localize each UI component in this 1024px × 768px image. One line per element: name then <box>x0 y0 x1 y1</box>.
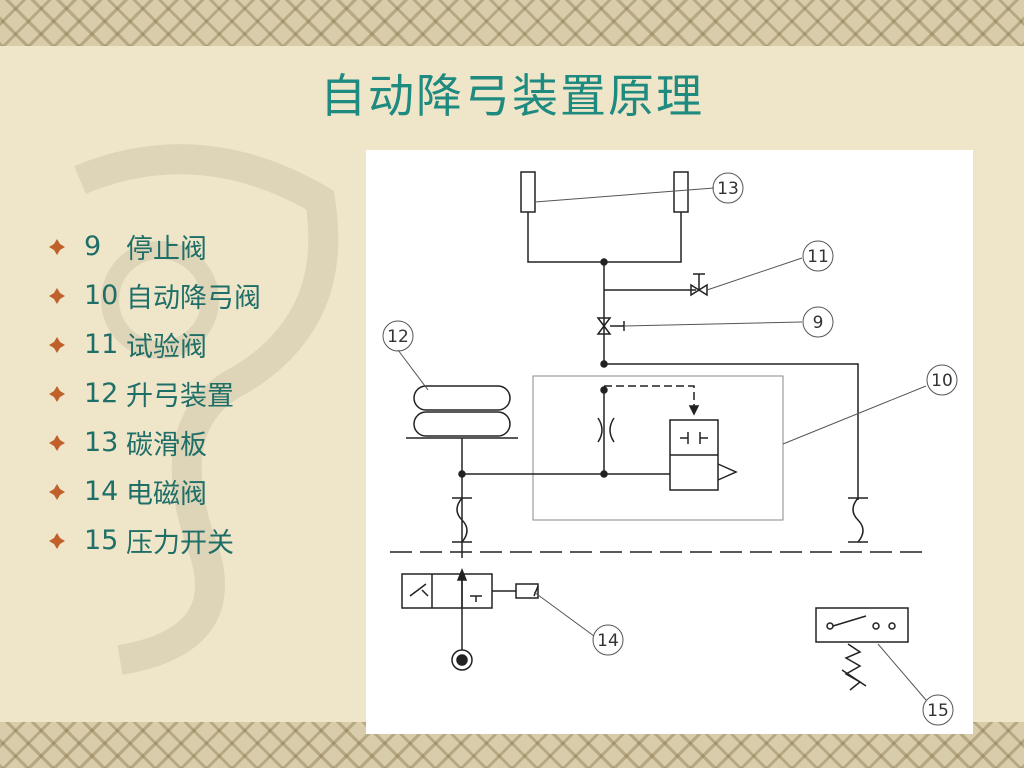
legend-item: 11 试验阀 <box>48 320 261 369</box>
callout-11: 11 <box>802 240 834 272</box>
strip-supply-line <box>527 212 682 263</box>
legend-item: 14 电磁阀 <box>48 467 261 516</box>
legend-label: 自动降弓阀 <box>126 283 261 314</box>
legend-label: 试验阀 <box>126 332 207 363</box>
svg-text:14: 14 <box>597 631 619 651</box>
legend-list: 9 停止阀 10 自动降弓阀 11 试验阀 12 升弓装置 13 碳滑板 14 … <box>48 222 261 565</box>
carbon-strip-right <box>673 171 689 213</box>
legend-number: 15 <box>84 525 119 556</box>
legend-item: 9 停止阀 <box>48 222 261 271</box>
legend-label: 升弓装置 <box>126 381 234 412</box>
flexible-hose-right <box>848 497 868 543</box>
diamond-bullet-icon <box>49 483 65 500</box>
pneumatic-diagram-panel: 13 11 9 12 10 14 15 <box>366 150 973 734</box>
callout-leader-12 <box>397 349 429 391</box>
legend-item: 13 碳滑板 <box>48 418 261 467</box>
legend-item: 10 自动降弓阀 <box>48 271 261 320</box>
solenoid-valve-symbol <box>401 573 539 609</box>
callout-10: 10 <box>926 364 958 396</box>
flexible-hose-left <box>452 497 472 543</box>
legend-label: 碳滑板 <box>126 430 207 461</box>
valve-spool-symbol <box>669 419 738 491</box>
legend-number: 12 <box>84 378 119 409</box>
carbon-strip-left <box>520 171 536 213</box>
decorative-border-top <box>0 0 1024 46</box>
auto-lowering-valve-box <box>532 375 784 521</box>
svg-text:13: 13 <box>717 179 739 199</box>
diamond-bullet-icon <box>49 532 65 549</box>
callout-9: 9 <box>802 306 834 338</box>
svg-text:11: 11 <box>807 247 829 267</box>
diamond-bullet-icon <box>49 385 65 402</box>
pilot-dashed-line <box>604 385 695 412</box>
test-valve-symbol <box>690 273 708 297</box>
stop-valve-symbol <box>596 317 625 335</box>
callout-leader-14 <box>533 591 595 637</box>
watermark-ornament <box>74 144 339 675</box>
throttle-symbol <box>597 417 615 443</box>
page-title: 自动降弓装置原理 <box>320 69 704 123</box>
svg-text:15: 15 <box>927 701 949 721</box>
legend-number: 9 <box>84 231 102 262</box>
svg-text:10: 10 <box>931 371 953 391</box>
pneumatic-schematic: 13 11 9 12 10 14 15 <box>382 171 958 726</box>
junction-dot <box>600 258 608 266</box>
air-supply-source-icon <box>451 649 473 671</box>
legend-item: 12 升弓装置 <box>48 369 261 418</box>
callout-leader-15 <box>877 643 927 701</box>
callout-13: 13 <box>712 172 744 204</box>
callout-leader-13 <box>534 187 715 203</box>
diamond-bullet-icon <box>49 434 65 451</box>
svg-text:12: 12 <box>387 327 409 347</box>
callout-15: 15 <box>922 694 954 726</box>
diamond-bullet-icon <box>49 238 65 255</box>
pantograph-lifting-bellows <box>406 385 518 439</box>
pilot-arrow-icon <box>688 405 700 416</box>
callout-leader-10 <box>782 385 927 445</box>
legend-label: 停止阀 <box>126 234 207 265</box>
svg-text:9: 9 <box>813 313 824 333</box>
callout-12: 12 <box>382 320 414 352</box>
callout-14: 14 <box>592 624 624 656</box>
callout-leader-11 <box>706 257 803 291</box>
pressure-switch-line <box>604 363 859 500</box>
diamond-bullet-icon <box>49 336 65 353</box>
legend-number: 13 <box>84 427 119 458</box>
legend-item: 15 压力开关 <box>48 516 261 565</box>
legend-number: 11 <box>84 329 119 360</box>
junction-dot <box>600 360 608 368</box>
legend-number: 14 <box>84 476 119 507</box>
junction-dot <box>600 470 608 478</box>
legend-number: 10 <box>84 280 119 311</box>
callout-leader-9 <box>623 321 803 327</box>
legend-label: 电磁阀 <box>126 479 207 510</box>
pressure-switch-symbol <box>815 607 909 691</box>
legend-label: 压力开关 <box>126 528 234 559</box>
diamond-bullet-icon <box>49 287 65 304</box>
air-arrow-icon <box>456 567 468 581</box>
